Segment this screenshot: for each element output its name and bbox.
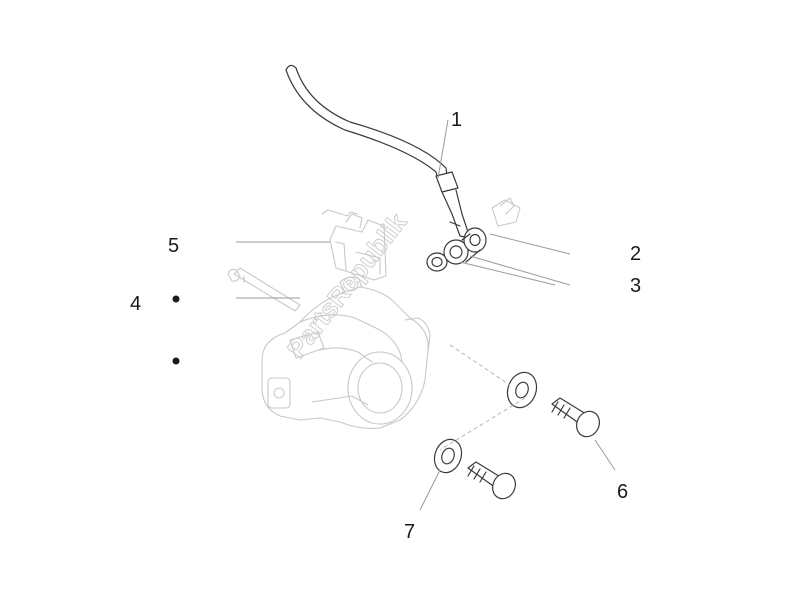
callout-6: 6 bbox=[617, 481, 628, 503]
bullet-marker bbox=[172, 295, 180, 303]
callout-1: 1 bbox=[451, 109, 462, 131]
callout-4: 4 bbox=[130, 293, 141, 315]
caliper-bolt-lower bbox=[467, 461, 516, 500]
banjo-bolt bbox=[491, 197, 521, 227]
callout-7: 7 bbox=[404, 521, 415, 543]
brake-pads bbox=[321, 209, 387, 281]
callout-2: 2 bbox=[630, 243, 641, 265]
caliper-washer-lower bbox=[433, 438, 463, 474]
callout-5: 5 bbox=[168, 235, 179, 257]
leader-lines bbox=[236, 119, 616, 511]
brake-caliper bbox=[261, 276, 431, 429]
caliper-washer-upper bbox=[506, 371, 538, 409]
caliper-bolt-upper bbox=[551, 397, 600, 438]
bullet-marker bbox=[172, 357, 180, 365]
pad-pin bbox=[227, 267, 301, 312]
callout-3: 3 bbox=[630, 275, 641, 297]
banjo-fitting bbox=[426, 227, 487, 272]
